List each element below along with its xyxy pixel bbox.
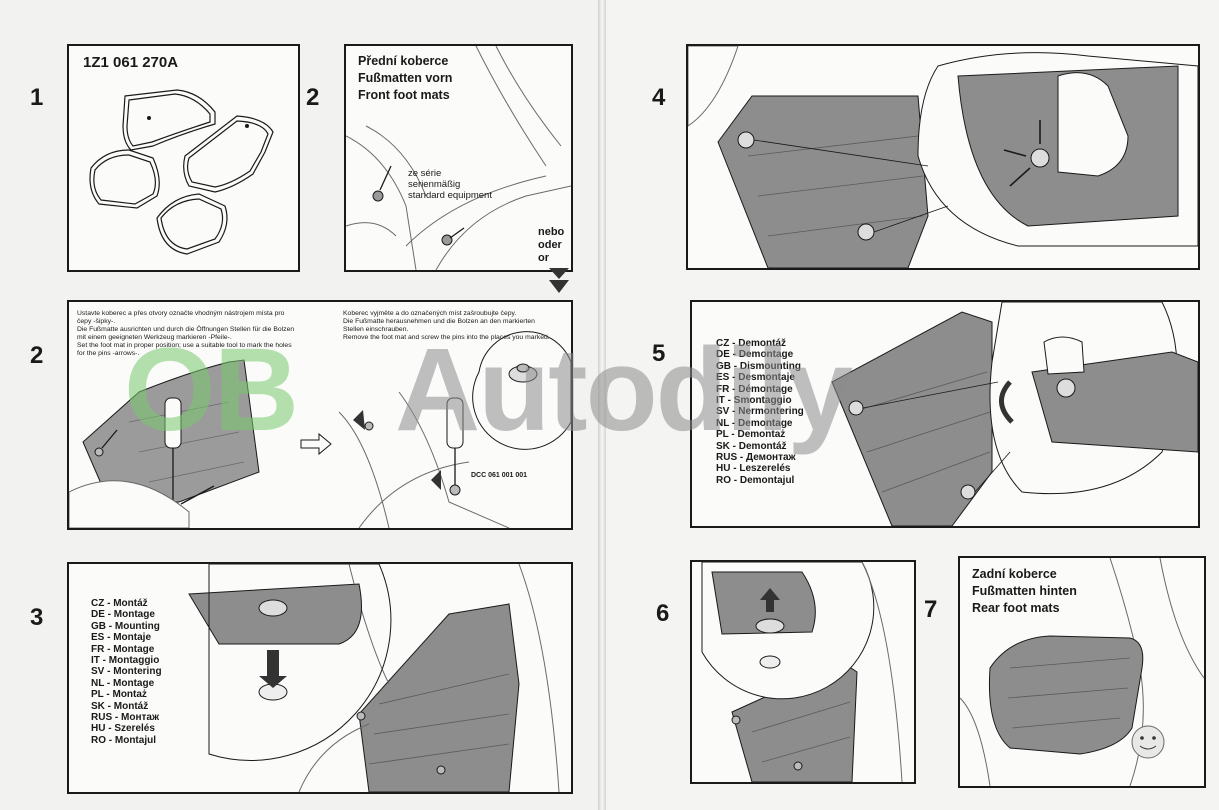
step-number-6: 6 — [656, 600, 670, 627]
dismount-ro: RO - Demontajul — [716, 474, 795, 486]
instr-cz-1: Ustavte koberec a přes otvory označte vh… — [77, 310, 285, 317]
rear-mats-illustration — [960, 558, 1204, 786]
instr2-de-1: Die Fußmatte herausnehmen und die Bolzen… — [343, 318, 535, 325]
title-de: Fußmatten vorn — [358, 71, 453, 85]
instr-en-1: Set the foot mat in proper position; use… — [77, 342, 292, 349]
dismount-de: DE - Demontage — [716, 349, 794, 361]
mount-cz: CZ - Montáž — [91, 598, 148, 609]
mounting-language-list: CZ - Montáž DE - Montage GB - Mounting E… — [91, 598, 162, 746]
rear-title-cz: Zadní koberce — [972, 567, 1057, 581]
panel-pin-engage — [686, 44, 1200, 270]
dismount-fr: FR - Démontage — [716, 383, 793, 395]
down-arrow-icon — [549, 268, 569, 293]
watermark-ob: OB — [124, 324, 299, 456]
mat-set-illustration — [89, 89, 274, 255]
panel-mat-set: 1Z1 061 270A — [67, 44, 300, 272]
screwing-instructions: Koberec vyjměte a do označených míst zaš… — [343, 310, 571, 342]
panel-pin-removal — [690, 560, 916, 784]
mount-hu: HU - Szerelés — [91, 723, 155, 735]
mount-sk: SK - Montáž — [91, 700, 149, 712]
step-number-2b: 2 — [30, 342, 44, 369]
mount-sv: SV - Montering — [91, 666, 162, 678]
dismount-pl: PL - Demontaż — [716, 429, 786, 441]
instr2-en: Remove the foot mat and screw the pins i… — [343, 334, 550, 341]
dismount-nl: NL - Demontage — [716, 417, 793, 429]
instr-de-2: mit einem geeigneten Werkzeug markieren … — [77, 334, 232, 341]
step-number-1: 1 — [30, 84, 44, 111]
mount-rus: RUS - Монтаж — [91, 712, 160, 724]
instr-en-2: for the pins -arrows-. — [77, 350, 140, 357]
mount-fr: FR - Montage — [91, 643, 155, 655]
note-en: standard equipment — [408, 190, 492, 201]
rear-mats-title: Zadní koberce Fußmatten hinten Rear foot… — [972, 566, 1077, 617]
rear-title-en: Rear foot mats — [972, 601, 1060, 615]
marking-instructions: Ustavte koberec a přes otvory označte vh… — [77, 310, 307, 358]
step-number-7: 7 — [924, 596, 938, 623]
dismount-it: IT - Smontaggio — [716, 395, 792, 407]
alt-de: oder — [538, 239, 562, 251]
dismount-gb: GB - Dismounting — [716, 360, 801, 372]
panel-dismounting: CZ - Demontáž DE - Demontage GB - Dismou… — [690, 300, 1200, 528]
dismount-hu: HU - Leszerelés — [716, 463, 791, 475]
mount-es: ES - Montaje — [91, 632, 152, 644]
part-number: 1Z1 061 270A — [83, 54, 179, 71]
panel-mounting: CZ - Montáž DE - Montage GB - Mounting E… — [67, 562, 573, 794]
front-mats-illustration — [346, 46, 571, 270]
mounting-illustration — [188, 564, 560, 792]
mount-it: IT - Montaggio — [91, 655, 160, 667]
note-cz: ze série — [408, 168, 442, 179]
dismount-sv: SV - Nermontering — [716, 406, 804, 418]
dismount-sk: SK - Demontáž — [716, 440, 787, 452]
instr-de-1: Die Fußmatte ausrichten und durch die Öf… — [77, 326, 295, 333]
pin-part-code: DCC 061 001 001 — [471, 472, 528, 479]
standard-equipment-note: ze série serienmäßig standard equipment — [408, 168, 492, 201]
mount-ro: RO - Montajul — [91, 734, 156, 746]
mount-nl: NL - Montage — [91, 677, 155, 689]
dismounting-illustration — [831, 302, 1198, 526]
front-mats-title: Přední koberce Fußmatten vorn Front foot… — [358, 53, 452, 104]
panel-pin-marking: Ustavte koberec a přes otvory označte vh… — [67, 300, 573, 530]
step-number-2: 2 — [306, 84, 320, 111]
step-number-5: 5 — [652, 340, 666, 367]
dismount-cz: CZ - Demontáž — [716, 338, 786, 349]
dismounting-language-list: CZ - Demontáž DE - Demontage GB - Dismou… — [716, 338, 804, 486]
alt-cz: nebo — [538, 226, 565, 238]
step-number-4: 4 — [652, 84, 666, 111]
instr2-de-2: Stellen einschrauben. — [343, 326, 409, 333]
step-number-3: 3 — [30, 604, 44, 631]
pin-marking-illustration — [69, 331, 571, 528]
panel-front-mats: Přední koberce Fußmatten vorn Front foot… — [344, 44, 573, 272]
instr2-cz: Koberec vyjměte a do označených míst zaš… — [343, 310, 517, 317]
pin-removal-illustration — [701, 562, 903, 782]
dismount-rus: RUS - Демонтаж — [716, 452, 796, 464]
note-de: serienmäßig — [408, 179, 461, 190]
alternative-label: nebo oder or — [538, 226, 564, 265]
page-fold — [598, 0, 606, 810]
mount-pl: PL - Montaż — [91, 689, 147, 701]
pin-engage-illustration — [688, 46, 1198, 268]
alt-en: or — [538, 252, 549, 264]
title-cz: Přední koberce — [358, 54, 449, 68]
mount-gb: GB - Mounting — [91, 620, 160, 632]
watermark-autodily: Autodily — [395, 324, 853, 456]
dismount-es: ES - Desmontaje — [716, 372, 795, 384]
rear-title-de: Fußmatten hinten — [972, 584, 1077, 598]
title-en: Front foot mats — [358, 88, 450, 102]
instr-cz-2: čepy -šipky-. — [77, 318, 116, 325]
panel-rear-mats: Zadní koberce Fußmatten hinten Rear foot… — [958, 556, 1206, 788]
mount-de: DE - Montage — [91, 609, 155, 621]
